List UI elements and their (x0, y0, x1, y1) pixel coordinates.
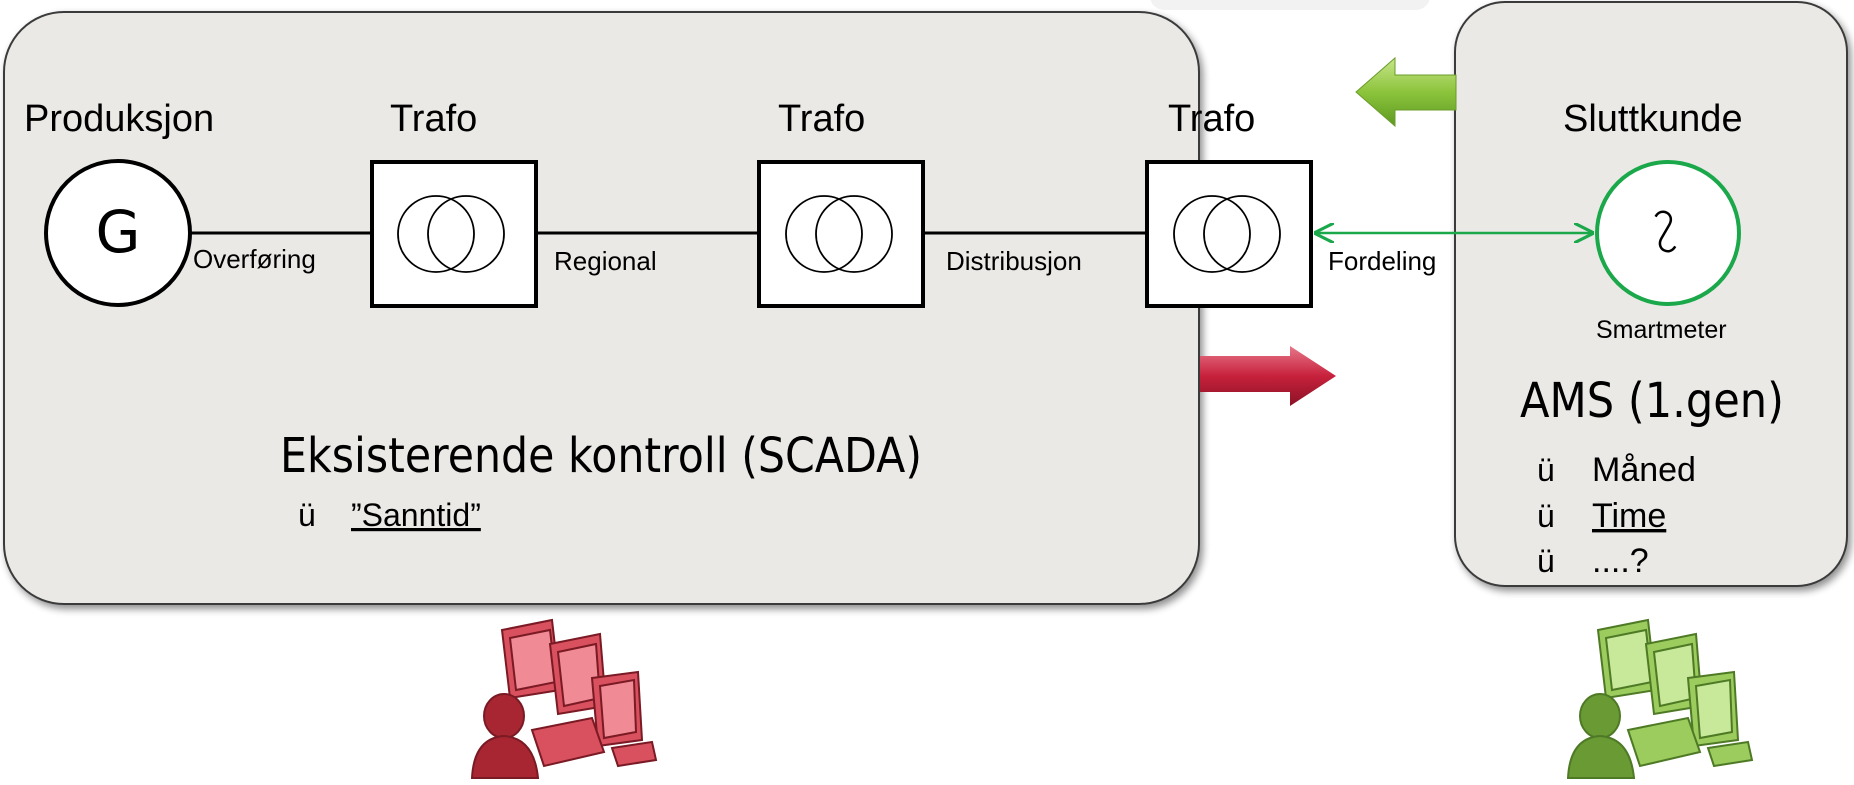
generator-symbol: G (96, 198, 141, 266)
bullet-check-icon: ü (1537, 452, 1555, 488)
scada-title: Eksisterende kontroll (SCADA) (280, 428, 922, 484)
bullet-check-icon: ü (1537, 543, 1555, 579)
transformer-3 (1145, 160, 1313, 308)
scada-bullet-1: ”Sanntid” (351, 497, 481, 533)
ams-title: AMS (1.gen) (1520, 373, 1784, 429)
trafo-3-label: Trafo (1168, 98, 1255, 140)
transformer-icon (757, 160, 925, 308)
smartmeter-label: Smartmeter (1596, 316, 1727, 344)
overforing-label: Overføring (193, 244, 316, 274)
bullet-check-icon: ü (1537, 498, 1555, 534)
transformer-icon (1145, 160, 1313, 308)
smartmeter-node (1595, 160, 1741, 306)
ams-to-scada-arrow (1355, 56, 1457, 128)
ams-bullet-3: ....? (1592, 542, 1649, 580)
sluttkunde-label: Sluttkunde (1563, 98, 1743, 140)
regional-label: Regional (554, 246, 657, 276)
ams-bullet-1: Måned (1592, 451, 1696, 489)
smartmeter-icon (1595, 160, 1741, 306)
distribusjon-label: Distribusjon (946, 246, 1082, 276)
transformer-1 (370, 160, 538, 308)
generator-icon (44, 159, 192, 307)
scada-to-ams-arrow (1200, 346, 1336, 406)
trafo-2-label: Trafo (778, 98, 865, 140)
transformer-2 (757, 160, 925, 308)
bullet-check-icon: ü (298, 497, 316, 533)
fordeling-label: Fordeling (1328, 246, 1436, 276)
generator-node: G (44, 159, 192, 307)
ams-bullet-2: Time (1592, 497, 1666, 535)
transformer-icon (370, 160, 538, 308)
ams-operator-icon (1567, 619, 1753, 779)
background-shape (1150, 0, 1430, 10)
produksjon-label: Produksjon (24, 98, 214, 140)
scada-operator-icon (471, 619, 657, 779)
trafo-1-label: Trafo (390, 98, 477, 140)
